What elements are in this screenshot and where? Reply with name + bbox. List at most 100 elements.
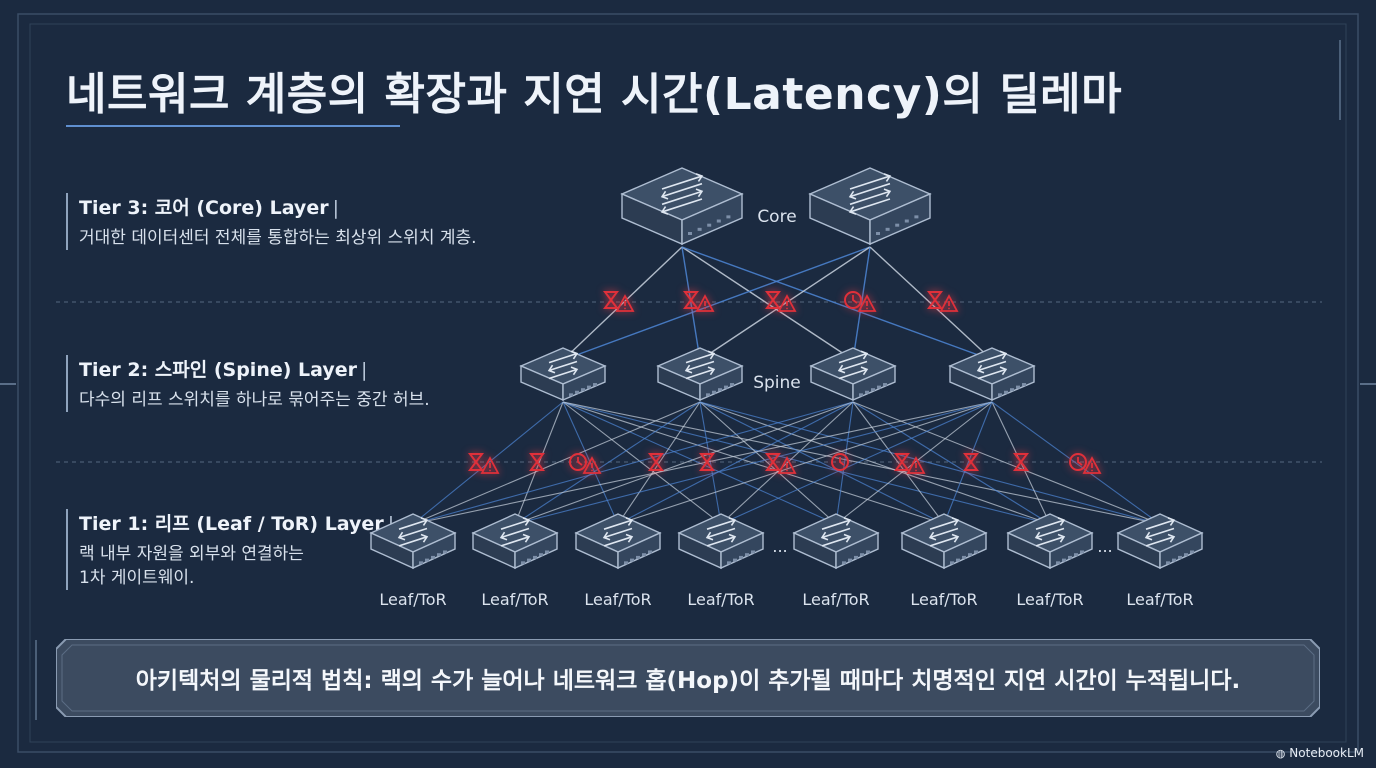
- leaf-label: Leaf/ToR: [1126, 590, 1193, 609]
- latency-alert-icon: [648, 453, 664, 471]
- switch-arrows-icon: [705, 517, 737, 547]
- spine-leaf-link: [617, 401, 854, 525]
- tier-2-block: Tier 2: 스파인 (Spine) Layer| 다수의 리프 스위치를 하…: [66, 355, 430, 412]
- spine-switch: [656, 347, 744, 402]
- tier-1-block: Tier 1: 리프 (Leaf / ToR) Layer| 랙 내부 자원을 …: [66, 509, 394, 590]
- latency-alert-icon: [844, 291, 877, 312]
- core-switch: [808, 167, 932, 246]
- latency-alert-icon: [569, 453, 602, 474]
- leaf-switch: [471, 513, 559, 570]
- alert-layer: [468, 291, 1102, 474]
- spine-leaf-link: [514, 401, 564, 525]
- leaf-label: Leaf/ToR: [687, 590, 754, 609]
- switch-arrows-icon: [397, 517, 429, 547]
- leaf-label: Leaf/ToR: [802, 590, 869, 609]
- switch-arrows-icon: [1034, 517, 1066, 547]
- switch-arrows-icon: [660, 173, 704, 215]
- switch-arrows-icon: [684, 350, 716, 380]
- core-spine-link: [852, 246, 871, 361]
- notebooklm-icon: ◍: [1275, 746, 1286, 760]
- core-label: Core: [757, 207, 796, 227]
- leaf-switch: [792, 513, 880, 570]
- spine-leaf-link: [514, 401, 854, 525]
- latency-alert-icon: [699, 453, 715, 471]
- leaf-switch: [677, 513, 765, 570]
- spine-leaf-link: [617, 401, 993, 525]
- spine-switch: [809, 347, 897, 402]
- latency-alert-icon: [529, 453, 545, 471]
- latency-alert-icon: [894, 453, 926, 474]
- spine-leaf-link: [699, 401, 722, 525]
- spine-leaf-link: [562, 401, 619, 525]
- latency-alert-icon: [831, 453, 849, 471]
- spine-leaf-link: [562, 401, 837, 525]
- tier-3-title: Tier 3: 코어 (Core) Layer|: [79, 197, 339, 219]
- spine-leaf-link: [699, 401, 1051, 525]
- tier-1-description: 랙 내부 자원을 외부와 연결하는 1차 게이트웨이.: [79, 544, 304, 588]
- latency-alert-icon: [765, 453, 797, 474]
- spine-leaf-link: [991, 401, 1161, 525]
- spine-label: Spine: [753, 373, 801, 393]
- latency-alert-icon: [963, 453, 979, 471]
- spine-leaf-link: [699, 401, 945, 525]
- core-spine-link: [681, 246, 701, 361]
- leaf-label: Leaf/ToR: [379, 590, 446, 609]
- spine-leaf-link: [412, 401, 701, 525]
- leaf-switch: [1006, 513, 1094, 570]
- notebooklm-brand: ◍ NotebookLM: [1275, 746, 1364, 760]
- page-title: 네트워크 계층의 확장과 지연 시간(Latency)의 딜레마: [66, 69, 1123, 120]
- spine-leaf-link: [617, 401, 701, 525]
- spine-leaf-link: [699, 401, 1161, 525]
- spine-leaf-link: [412, 401, 993, 525]
- device-layer: [369, 167, 1204, 570]
- core-spine-link: [681, 246, 993, 361]
- core-spine-link: [562, 246, 683, 361]
- leaf-label: Leaf/ToR: [910, 590, 977, 609]
- core-switch: [620, 167, 744, 246]
- latency-alert-icon: [1013, 453, 1029, 471]
- leaf-label: Leaf/ToR: [481, 590, 548, 609]
- spine-leaf-link: [852, 401, 945, 525]
- leaf-switch: [900, 513, 988, 570]
- leaf-ellipsis: ...: [772, 537, 787, 556]
- switch-arrows-icon: [547, 350, 579, 380]
- leaf-switch: [1116, 513, 1204, 570]
- link-layer: [412, 246, 1161, 525]
- latency-alert-icon: [765, 291, 797, 312]
- tier-2-description: 다수의 리프 스위치를 하나로 묶어주는 중간 허브.: [79, 390, 430, 410]
- spine-leaf-link: [835, 401, 854, 525]
- spine-leaf-link: [852, 401, 1161, 525]
- core-spine-link: [562, 246, 871, 361]
- switch-arrows-icon: [820, 517, 852, 547]
- spine-leaf-link: [514, 401, 701, 525]
- latency-alert-icon: [603, 291, 635, 312]
- spine-leaf-link: [852, 401, 1051, 525]
- latency-alert-icon: [683, 291, 715, 312]
- switch-arrows-icon: [976, 350, 1008, 380]
- switch-arrows-icon: [1144, 517, 1176, 547]
- banner-text: 아키텍처의 물리적 법칙: 랙의 수가 늘어나 네트워크 홉(Hop)이 추가될…: [135, 668, 1241, 694]
- tier-2-title: Tier 2: 스파인 (Spine) Layer|: [79, 359, 368, 381]
- tier-3-block: Tier 3: 코어 (Core) Layer| 거대한 데이터센터 전체를 통…: [66, 193, 477, 250]
- core-spine-link: [699, 246, 871, 361]
- switch-arrows-icon: [928, 517, 960, 547]
- spine-leaf-link: [562, 401, 722, 525]
- conclusion-banner: 아키텍처의 물리적 법칙: 랙의 수가 늘어나 네트워크 홉(Hop)이 추가될…: [56, 639, 1320, 717]
- core-spine-link: [869, 246, 993, 361]
- latency-alert-icon: [468, 453, 500, 474]
- switch-arrows-icon: [837, 350, 869, 380]
- switch-arrows-icon: [499, 517, 531, 547]
- spine-leaf-link: [412, 401, 854, 525]
- core-spine-link: [681, 246, 854, 361]
- switch-arrows-icon: [602, 517, 634, 547]
- spine-leaf-link: [562, 401, 1161, 525]
- leaf-switch: [574, 513, 662, 570]
- spine-leaf-link: [514, 401, 993, 525]
- spine-switch: [519, 347, 607, 402]
- spine-switch: [948, 347, 1036, 402]
- leaf-label: Leaf/ToR: [1016, 590, 1083, 609]
- tier-3-description: 거대한 데이터센터 전체를 통합하는 최상위 스위치 계층.: [79, 228, 477, 248]
